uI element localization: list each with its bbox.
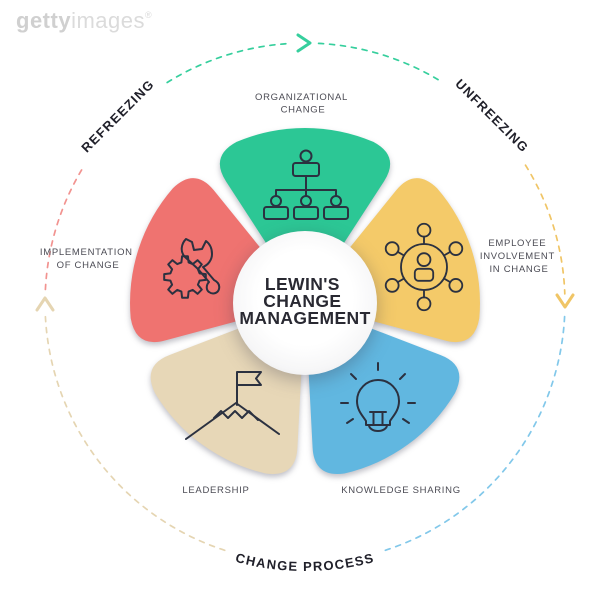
people-network-icon [384,222,464,312]
label-knowledge-sharing: KNOWLEDGE SHARING [341,485,461,496]
label-organizational-change: ORGANIZATIONAL CHANGE [255,92,351,116]
clockwise-arrow-icon-top [296,33,312,53]
ring-arc-left-upper [44,164,86,291]
wheel: LEWIN'S CHANGE MANAGEMENT [130,127,480,475]
label-leadership: LEADERSHIP [182,485,249,496]
center-title-line2: CHANGE [263,291,341,311]
center-title-line1: LEWIN'S [265,274,340,294]
gettyimages-watermark: gettyimages® [16,8,152,34]
stage-label-refreezing: REFREEZING [78,76,157,155]
center-title-line3: MANAGEMENT [239,308,370,328]
ring-arc-refreezing-to-top [166,42,293,84]
org-hierarchy-icon [263,149,349,220]
ring-arc-right-lower [384,315,566,552]
ring-arc-top-to-unfreezing [317,42,444,84]
center-title: LEWIN'S CHANGE MANAGEMENT [239,274,370,328]
mountain-flag-icon [185,371,280,440]
label-employee-involvement: EMPLOYEE INVOLVEMENT IN CHANGE [480,238,558,275]
clockwise-arrow-icon-left [35,296,55,312]
clockwise-arrow-icon-right [555,293,575,309]
watermark-brand-light: images [71,8,145,33]
center-circle [233,231,377,375]
ring-arc-left-lower [44,315,226,552]
watermark-brand-bold: getty [16,8,72,33]
lightbulb-icon [340,362,416,432]
process-ring [35,33,575,552]
registered-trademark-icon: ® [144,10,153,20]
stage-label-unfreezing: UNFREEZING [452,76,532,156]
stage-label-change-process: CHANGE PROCESS [234,550,376,574]
gear-wrench-icon [163,238,221,299]
label-implementation-of-change: IMPLEMENTATION OF CHANGE [40,247,136,271]
ring-arc-right-upper [524,164,566,295]
